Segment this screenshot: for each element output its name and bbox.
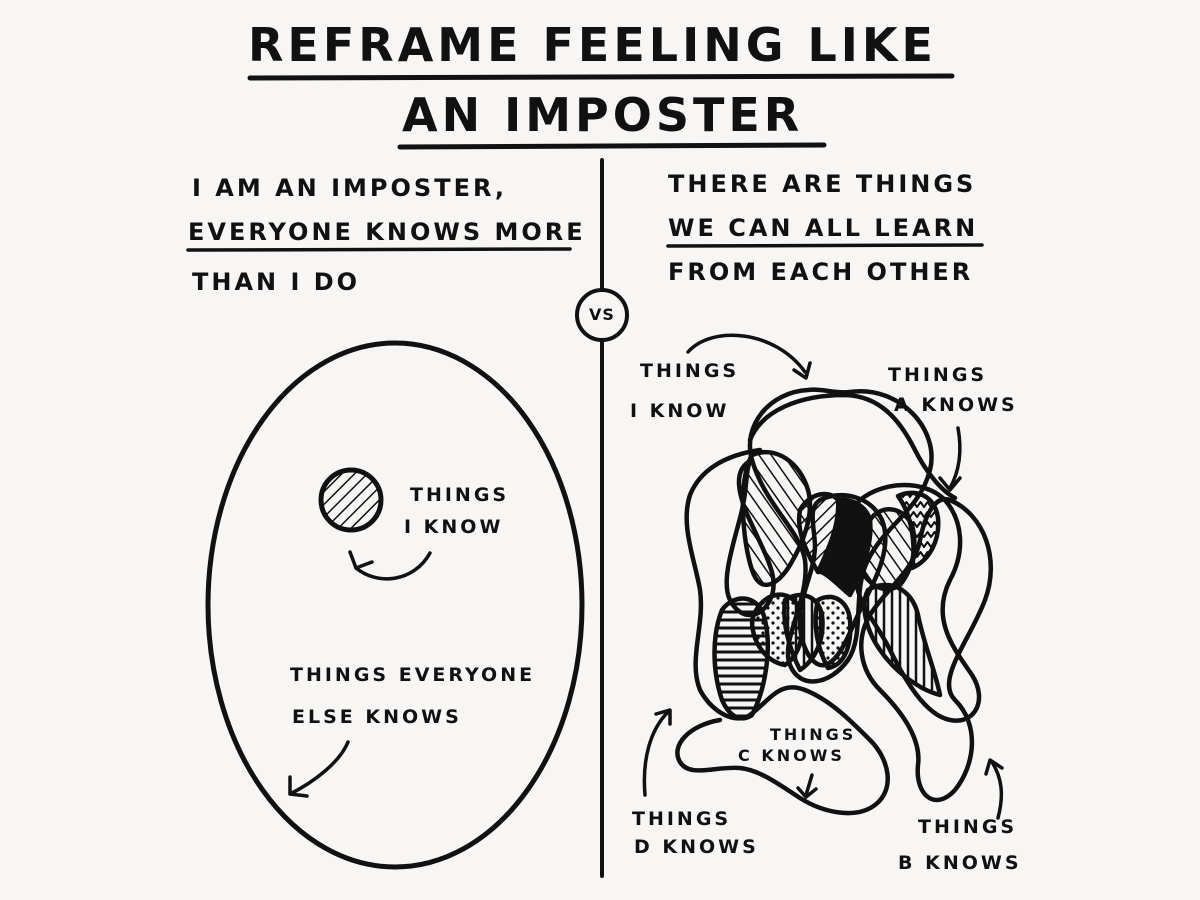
- i-know-circle: [318, 467, 384, 533]
- left-arrows: [288, 550, 432, 798]
- left-statement-underline: [186, 247, 572, 252]
- blob-center: [797, 492, 888, 668]
- knowledge-blobs: [675, 387, 994, 816]
- right-statement-line1: THERE ARE THINGS: [668, 170, 977, 198]
- a-knows-label-2: A KNOWS: [894, 394, 1018, 416]
- blob-i-know: [747, 387, 934, 684]
- vs-badge: [575, 288, 629, 342]
- vs-label: VS: [589, 305, 615, 324]
- shared-region-3: [859, 507, 917, 592]
- left-i-know-label-2: I KNOW: [404, 516, 504, 538]
- blob-outer-a: [747, 392, 958, 501]
- left-everyone-label-1: THINGS EVERYONE: [290, 664, 536, 686]
- blob-d-knows: [724, 457, 776, 618]
- c-knows-label-1: THINGS: [770, 725, 857, 744]
- left-statement-line3: THAN I DO: [192, 268, 361, 296]
- d-knows-arrow: [642, 710, 670, 797]
- right-i-know-label-2: I KNOW: [630, 400, 730, 422]
- d-knows-label-1: THINGS: [632, 808, 732, 830]
- shared-region-8: [862, 582, 943, 698]
- a-knows-arrow: [948, 426, 962, 490]
- right-statement-underline: [666, 243, 984, 248]
- left-i-know-label-1: THINGS: [410, 484, 510, 506]
- b-knows-label-1: THINGS: [918, 816, 1018, 838]
- i-know-arrow-right: [686, 333, 807, 374]
- shared-region-6: [782, 592, 825, 673]
- shared-region-center: [815, 497, 873, 598]
- left-everyone-label-2: ELSE KNOWS: [292, 706, 462, 728]
- everyone-arrow: [288, 740, 350, 796]
- right-statement-line2: WE CAN ALL LEARN: [668, 214, 979, 242]
- everyone-knows-oval: [205, 340, 585, 870]
- right-statement-line3: FROM EACH OTHER: [668, 258, 974, 286]
- a-knows-label-1: THINGS: [888, 364, 988, 386]
- d-knows-label-2: D KNOWS: [634, 836, 759, 858]
- c-knows-arrow: [804, 773, 814, 797]
- right-i-know-label-1: THINGS: [640, 360, 740, 382]
- c-knows-label-2: C KNOWS: [738, 746, 845, 765]
- i-know-arrow: [354, 551, 432, 581]
- shared-region-9: [712, 596, 770, 721]
- left-statement-line2: EVERYONE KNOWS MORE: [188, 218, 586, 246]
- b-knows-arrow: [990, 760, 1004, 820]
- blob-b-knows: [859, 497, 994, 803]
- b-knows-label-2: B KNOWS: [898, 852, 1022, 874]
- left-statement-line1: I AM AN IMPOSTER,: [192, 174, 508, 202]
- title-underlines: [247, 73, 955, 150]
- shared-region-1: [740, 449, 813, 588]
- blob-a-knows: [847, 482, 982, 723]
- blob-c-knows: [675, 447, 890, 816]
- right-arrows: [642, 333, 1004, 820]
- page-title-line2: AN IMPOSTER: [402, 88, 804, 142]
- page-title-line1: REFRAME FEELING LIKE: [248, 18, 937, 72]
